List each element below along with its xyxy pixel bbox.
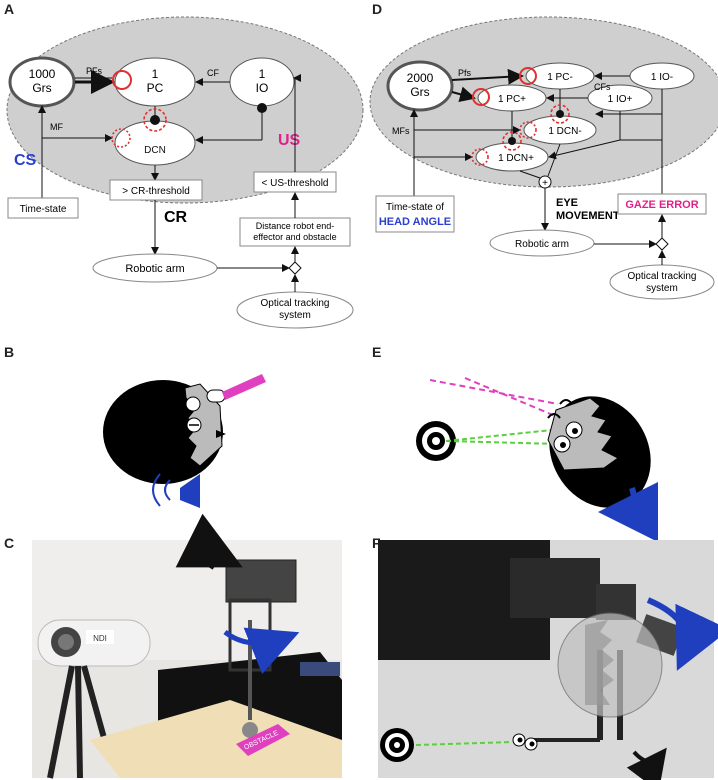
table-c	[90, 700, 342, 778]
dcn-label-a: DCN	[144, 145, 166, 156]
panel-label-d: D	[372, 1, 382, 17]
dcn-node-a	[114, 120, 196, 166]
cf-label-a: CF	[207, 68, 219, 78]
plasticity-pcdcn-plus-d	[502, 131, 522, 151]
rotation-arrow-blue-f	[646, 597, 718, 671]
cr-label-a: CR	[164, 209, 188, 226]
head-angle-box-d	[375, 195, 455, 233]
panel-label-c: C	[4, 535, 14, 551]
gaze-line2-e	[445, 440, 561, 445]
robot-character-b	[103, 380, 226, 484]
diamond-a	[288, 261, 302, 275]
svg-text:NDI: NDI	[93, 634, 107, 643]
cr-threshold-box-a	[109, 179, 203, 201]
plasticity-mf-dcn-minus-d	[519, 121, 537, 139]
robot-character-e	[547, 396, 651, 508]
plasticity-circle-pc-a	[112, 70, 132, 90]
plasticity-mf-dcn-plus-d	[471, 148, 489, 166]
inhib-pcplus-dcn-d	[508, 137, 516, 145]
panel-label-a: A	[4, 1, 14, 17]
pfs-arrow1-d	[451, 68, 524, 85]
io-plus-label-d: 1 IO+	[608, 94, 633, 105]
speaker-icon	[152, 473, 200, 508]
head-angle-label-d: HEAD ANGLE	[379, 216, 451, 228]
gaze-line-f	[415, 741, 513, 746]
inhib-dot-pc-dcn-a	[150, 115, 160, 125]
panel-label-b: B	[4, 344, 14, 360]
plasticity-pc-minus-d	[519, 67, 537, 85]
laser-beam-b	[222, 374, 266, 400]
target-icon-f	[380, 728, 414, 762]
laser-line1-e	[429, 379, 559, 405]
ndi-camera-c: NDI	[37, 619, 151, 779]
panel-label-e: E	[372, 344, 381, 360]
robot-head-overlay-f	[557, 612, 663, 718]
cs-label-a: CS	[14, 152, 37, 169]
inhib-dot-io-a	[257, 103, 267, 113]
eyes-f	[512, 733, 538, 751]
mount-f	[510, 558, 600, 618]
dcn-minus-label-d: 1 DCN-	[548, 126, 581, 137]
diamond-d	[655, 237, 669, 251]
plasticity-pcdcn-minus-d	[550, 104, 570, 124]
target-icon-e	[416, 421, 456, 461]
panel-label-f: F	[372, 535, 381, 551]
us-label-a: US	[278, 132, 301, 149]
plasticity-circle-dcn-a	[111, 128, 131, 148]
rotation-arrow-black-f	[626, 747, 667, 780]
sum-plus-d: +	[542, 178, 548, 189]
pc-minus-label-d: 1 PC-	[547, 72, 573, 83]
laser-tip-b	[206, 389, 226, 403]
pfs-label-d: Pfs	[458, 68, 472, 78]
inhib-pc-dcn-d	[556, 110, 564, 118]
robotic-arm-node-d	[489, 229, 595, 257]
pfs-label-a: PFs	[86, 66, 103, 76]
io-minus-label-d: 1 IO-	[651, 72, 673, 83]
distance-box-a	[239, 217, 351, 247]
gaze-error-label-d: GAZE ERROR	[625, 199, 698, 211]
io-dcn-plus-arrow-d	[548, 139, 621, 160]
pc-plus-label-d: 1 PC+	[498, 94, 526, 105]
robotic-arm-label-a: Robotic arm	[125, 263, 184, 275]
rotation-arrow-blue-c	[223, 627, 300, 675]
cr-threshold-label-a: > CR-threshold	[122, 186, 190, 197]
time-state-label-d: Time-state of	[386, 202, 444, 213]
rotation-arrow-e	[598, 481, 659, 542]
us-threshold-label-a: < US-threshold	[262, 178, 329, 189]
dcn-plus-label-d: 1 DCN+	[498, 153, 534, 164]
mfs-label-d: MFs	[392, 126, 410, 136]
mf-label-a: MF	[50, 122, 63, 132]
rotation-arrow-black-c	[175, 513, 243, 570]
pfs-arrow2-d	[451, 86, 476, 103]
grs-node-d	[386, 60, 454, 112]
time-state-box-a	[7, 197, 79, 219]
distance-label-a: Distance robot end-effector and obstacle	[253, 221, 336, 242]
dcn-minus-sum-d	[547, 143, 561, 177]
cfs-label-d: CFs	[594, 82, 611, 92]
laser-line2-e	[464, 377, 561, 419]
gaze-line1-e	[445, 429, 553, 442]
plasticity-circle-pcdcn-a	[143, 108, 167, 132]
dcn-plus-sum-d	[519, 170, 541, 179]
time-state-label-a: Time-state	[20, 204, 67, 215]
plasticity-pc-plus-d	[472, 88, 490, 106]
robotic-arm-label-d: Robotic arm	[515, 239, 569, 250]
